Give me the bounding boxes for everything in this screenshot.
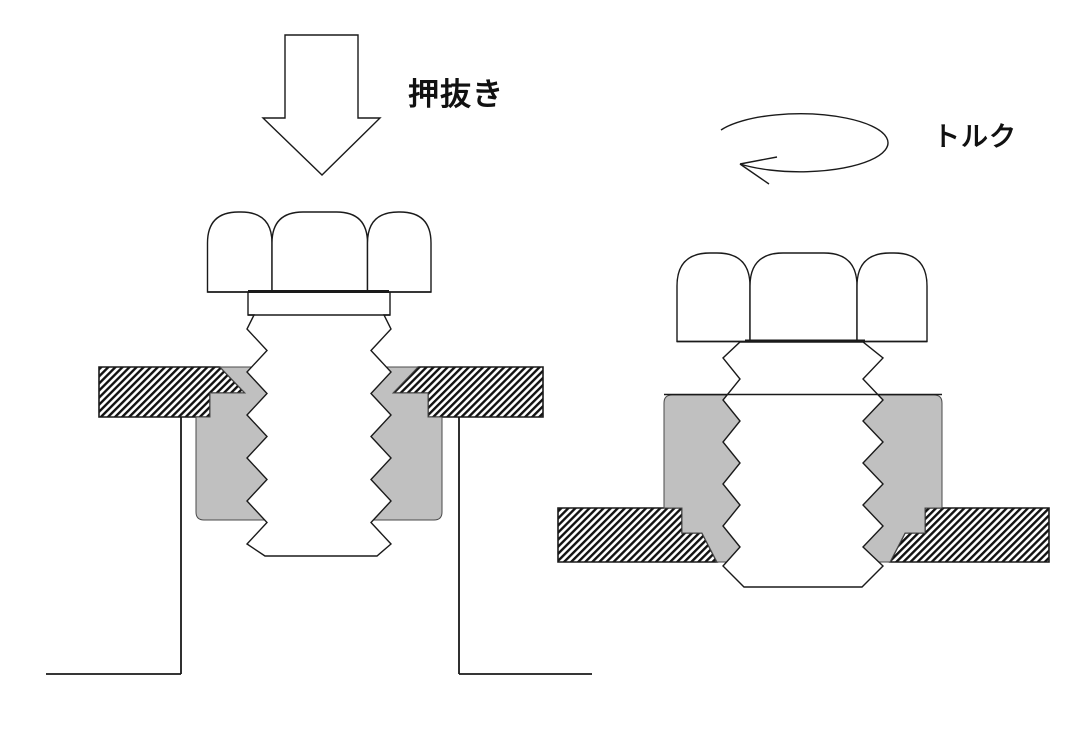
head-lobe-right [856,252,928,343]
head-lobe-left [676,252,751,343]
head-lobe-middle [749,252,858,343]
head-lobe-left [206,211,273,293]
bolt-shank [245,291,393,557]
head-lobe-right [366,211,432,293]
down-arrow-icon [261,34,382,176]
rotation-arrow-icon [720,113,889,173]
bolt-head [676,252,928,343]
torque-label: トルク [933,122,1017,152]
support-fixture [46,417,592,675]
push-label: 押抜き [408,77,504,112]
bolt-shank [722,341,885,588]
head-lobe-middle [271,211,369,293]
rotation-arrowhead [739,156,778,185]
torque-annotation: トルク [720,113,1017,185]
push-annotation: 押抜き [261,34,504,176]
right-assembly [557,252,1050,588]
bolt-head [206,211,432,293]
left-assembly [46,211,592,675]
